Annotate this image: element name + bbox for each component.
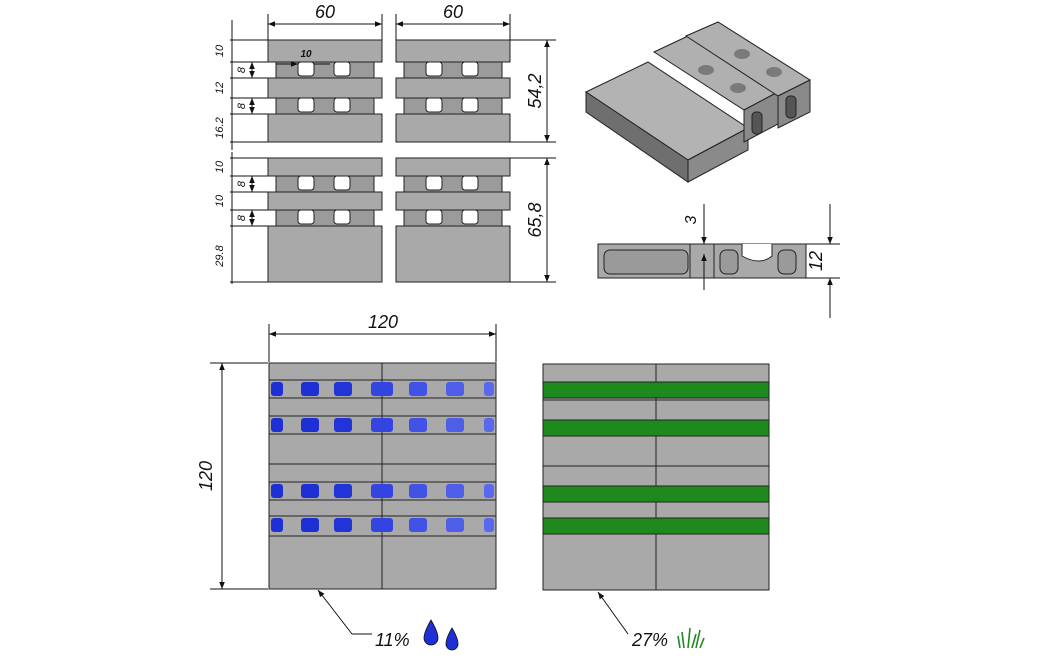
row-dimensions-upper: 10 8 12 8 16.2: [214, 20, 268, 150]
lower-right-block: [395, 157, 511, 283]
width-label-right: 60: [443, 2, 463, 22]
height-dimension-upper: 54,2: [510, 39, 556, 143]
grass-callout: 27%: [597, 591, 705, 650]
grass-percent: 27%: [631, 630, 668, 650]
hole-width-dimension: 10: [276, 49, 330, 67]
assembly-width-label: 120: [368, 312, 398, 332]
grass-icon: [677, 627, 705, 649]
water-callout: 11%: [317, 589, 459, 651]
lower-row-5: 29.8: [214, 244, 226, 267]
lower-row-3: 10: [214, 194, 226, 207]
section-view: 3 12: [597, 204, 840, 318]
upper-height-label: 54,2: [525, 73, 545, 108]
width-label-left: 60: [315, 2, 335, 22]
lower-height-label: 65,8: [525, 202, 545, 237]
width-dimension-left: 60: [267, 2, 383, 40]
lower-row-4: 8: [236, 214, 248, 221]
upper-row-5: 16.2: [214, 117, 226, 138]
section-depth-label: 3: [683, 215, 700, 224]
hole-width-label: 10: [300, 49, 312, 60]
upper-row-1: 10: [214, 44, 226, 57]
assembly-height-label: 120: [196, 461, 216, 491]
water-percent: 11%: [375, 630, 410, 650]
lower-left-block: [267, 157, 383, 283]
lower-row-2: 8: [236, 180, 248, 187]
upper-left-block: [267, 39, 383, 143]
row-dimensions-lower: 10 8 10 8 29.8: [214, 152, 268, 284]
assembly-height-dimension: 120: [196, 362, 268, 590]
assembly-width-dimension: 120: [268, 312, 497, 362]
upper-right-block: [395, 39, 511, 143]
isometric-view: [584, 21, 812, 183]
lower-row-1: 10: [214, 160, 226, 173]
grass-assembly: 27%: [542, 363, 770, 650]
upper-row-2: 8: [236, 66, 248, 73]
water-cells: [271, 382, 494, 532]
water-assembly: 120 120 11%: [196, 312, 497, 651]
upper-row-4: 8: [236, 102, 248, 109]
upper-row-3: 12: [214, 82, 226, 94]
height-dimension-lower: 65,8: [510, 157, 556, 283]
plan-views: 60 60 10 10 8 12 8: [214, 2, 556, 284]
width-dimension-right: 60: [395, 2, 511, 40]
water-drops-icon: [423, 619, 459, 651]
section-height-label: 12: [806, 251, 826, 271]
